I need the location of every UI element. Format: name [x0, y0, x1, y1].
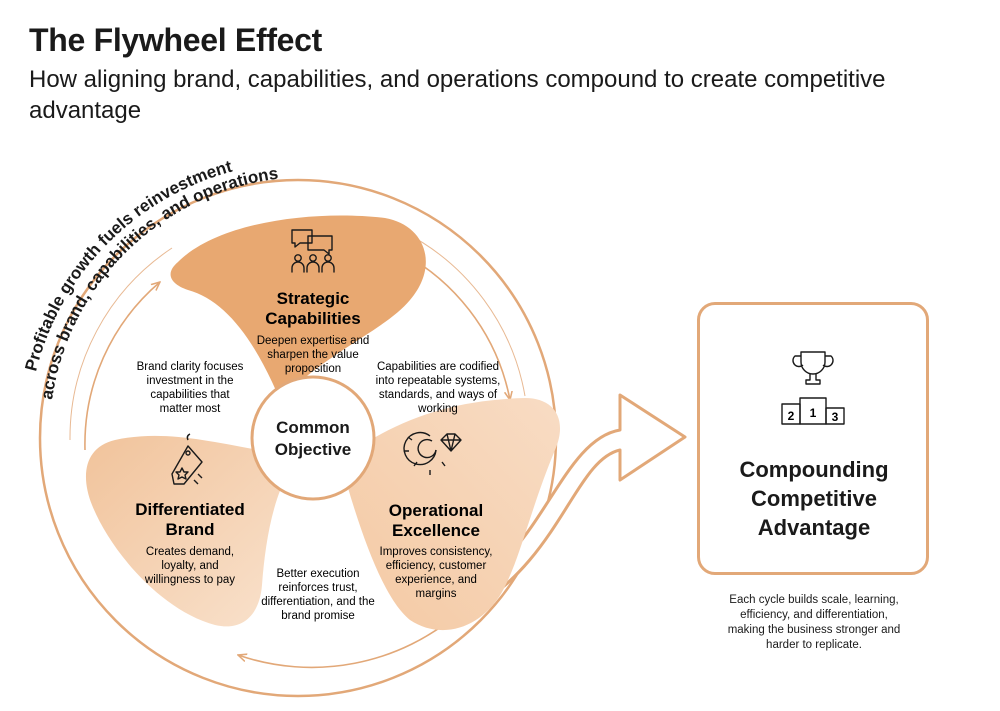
- result-title-line1: Compounding: [739, 457, 889, 482]
- transition-brand-to-capabilities-1: Brand clarity focuses: [137, 361, 244, 373]
- blade-title-brand-1: Differentiated: [135, 500, 245, 519]
- team-discussion-icon: [291, 229, 335, 273]
- transition-brand-to-capabilities-2: investment in the: [147, 375, 234, 387]
- blade-desc-strategic-2: sharpen the value: [267, 349, 358, 361]
- transition-capabilities-to-operations-3: standards, and ways of: [379, 389, 498, 401]
- blade-desc-operational-4: margins: [416, 588, 457, 600]
- result-caption-line3: making the business stronger and: [727, 624, 901, 636]
- blade-desc-brand-2: loyalty, and: [161, 560, 218, 572]
- blade-title-operational-2: Excellence: [392, 521, 480, 540]
- transition-capabilities-to-operations-2: into repeatable systems,: [376, 375, 501, 387]
- page-title: The Flywheel Effect: [29, 22, 323, 58]
- blade-operational-excellence: [340, 398, 561, 631]
- blade-desc-strategic-3: proposition: [285, 363, 341, 375]
- gear-diamond-icon: [403, 431, 462, 475]
- result-title-line2: Competitive: [751, 486, 877, 511]
- cycle-arrow-bottom: [238, 611, 461, 669]
- center-label-line1: Common: [276, 418, 350, 437]
- center-hub: [250, 375, 376, 501]
- result-caption: Each cycle builds scale, learning, effic…: [700, 593, 928, 653]
- transition-operations-to-brand-2: reinforces trust,: [278, 582, 357, 594]
- transition-brand-to-capabilities-3: capabilities that: [150, 389, 230, 401]
- result-caption-line1: Each cycle builds scale, learning,: [729, 594, 899, 606]
- result-title: Compounding Competitive Advantage: [700, 455, 928, 542]
- trophy-podium-icon: [781, 351, 845, 425]
- blade-desc-brand-1: Creates demand,: [146, 546, 234, 558]
- blade-title-strategic-2: Capabilities: [265, 309, 360, 328]
- blade-title-brand-2: Brand: [165, 520, 214, 539]
- result-title-line3: Advantage: [757, 515, 871, 540]
- cycle-arrow-left-inner: [69, 247, 173, 441]
- result-caption-line2: efficiency, and differentiation,: [740, 609, 888, 621]
- brand-tag-icon: [171, 433, 203, 485]
- transition-operations-to-brand-4: brand promise: [281, 610, 355, 622]
- center-label-line2: Objective: [275, 440, 352, 459]
- page-subtitle: How aligning brand, capabilities, and op…: [29, 66, 886, 124]
- result-box: [697, 302, 929, 575]
- blade-differentiated-brand: [85, 435, 290, 627]
- blade-title-strategic-1: Strategic: [277, 289, 350, 308]
- transition-brand-to-capabilities-4: matter most: [160, 403, 222, 415]
- podium-label-second: 2: [788, 409, 795, 423]
- transition-capabilities-to-operations-1: Capabilities are codified: [377, 361, 499, 373]
- blade-desc-strategic-1: Deepen expertise and: [257, 335, 370, 347]
- podium-label-third: 3: [832, 410, 839, 424]
- transition-operations-to-brand-3: differentiation, and the: [261, 596, 375, 608]
- result-caption-line4: harder to replicate.: [766, 639, 862, 651]
- blade-desc-operational-3: experience, and: [395, 574, 477, 586]
- podium-label-first: 1: [810, 406, 817, 420]
- blade-strategic-capabilities: [170, 215, 426, 400]
- blade-desc-brand-3: willingness to pay: [144, 574, 235, 586]
- cycle-arrow-right-inner: [403, 231, 526, 397]
- blade-desc-operational-2: efficiency, customer: [386, 560, 487, 572]
- cycle-arrow-left: [84, 282, 160, 451]
- transition-capabilities-to-operations-4: working: [417, 403, 458, 415]
- blade-title-operational-1: Operational: [389, 501, 483, 520]
- transition-operations-to-brand-1: Better execution: [276, 568, 359, 580]
- blade-desc-operational-1: Improves consistency,: [380, 546, 493, 558]
